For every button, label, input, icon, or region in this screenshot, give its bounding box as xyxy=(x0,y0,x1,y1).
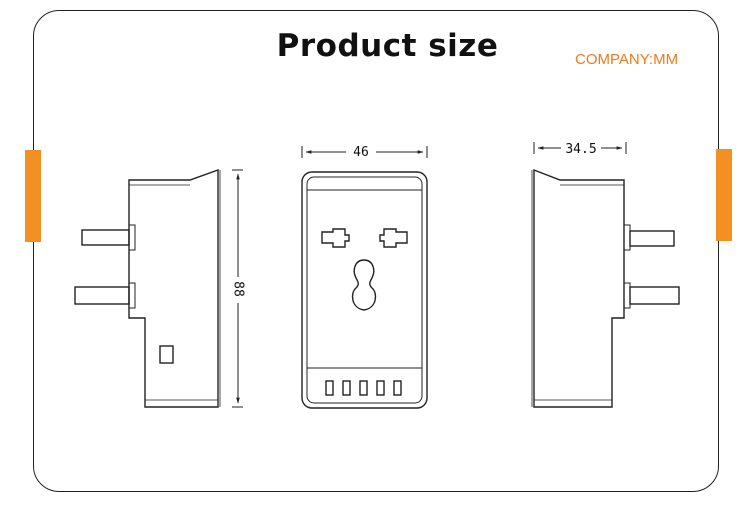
front-body-outline xyxy=(301,171,428,409)
page-title: Product size xyxy=(276,28,499,64)
right-pin-upper xyxy=(629,230,675,247)
frame-card xyxy=(33,10,719,492)
depth-label: 34.5 xyxy=(565,142,596,157)
left-pin-lower xyxy=(74,286,130,305)
width-label: 46 xyxy=(353,145,369,160)
usb-port-2 xyxy=(342,380,351,396)
left-pin-upper xyxy=(81,229,130,246)
right-pin-lower xyxy=(629,286,680,305)
height-label-bg xyxy=(229,277,247,303)
left-accent-tab xyxy=(25,150,41,242)
right-accent-tab xyxy=(716,149,732,241)
usb-port-5 xyxy=(393,380,402,396)
usb-port-4 xyxy=(376,380,385,396)
depth-label-bg xyxy=(561,140,601,156)
right-body-outline xyxy=(533,168,625,408)
socket-right-hole xyxy=(379,228,408,248)
left-switch xyxy=(159,345,174,364)
socket-earth-hole xyxy=(351,259,377,311)
front-view xyxy=(301,171,428,409)
left-body-outline xyxy=(128,169,219,408)
width-label-bg xyxy=(346,143,376,159)
company-label: COMPANY:MM xyxy=(575,51,679,68)
height-label: 88 xyxy=(231,281,246,297)
usb-port-3 xyxy=(359,380,368,396)
usb-port-1 xyxy=(325,380,334,396)
left-side-view xyxy=(74,169,221,408)
right-side-view xyxy=(531,168,680,408)
socket-left-hole xyxy=(321,228,350,248)
